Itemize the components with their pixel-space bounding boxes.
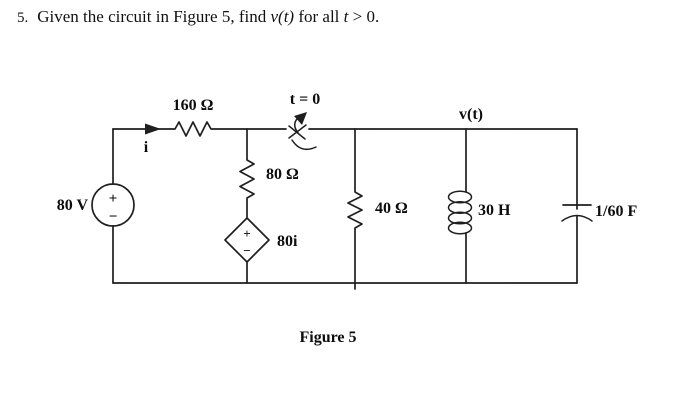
switch-arrow-tail <box>294 118 299 134</box>
shunt-resistor-80-zigzag <box>239 128 255 219</box>
inductor-coil-loop <box>447 200 473 215</box>
voltage-expression: v(t) <box>270 7 295 26</box>
time-variable: t <box>343 7 349 26</box>
inductor-coil-loop <box>447 211 473 225</box>
shunt-resistor-80-label: 80 Ω <box>266 166 299 183</box>
node-voltage-label: v(t) <box>459 106 483 123</box>
inductor-coil-loop <box>447 221 473 235</box>
series-resistor-label: 160 Ω <box>173 97 214 114</box>
inductor-label: 30 H <box>478 202 511 219</box>
voltage-source-label: 80 V <box>57 197 89 214</box>
dependent-branch: 80 Ω + − 80i <box>224 128 299 284</box>
problem-text-middle: for all <box>294 7 344 26</box>
wires <box>112 121 578 284</box>
current-label: i <box>144 139 149 156</box>
switch-arrow-head <box>294 112 307 125</box>
shunt-resistor-40-zigzag <box>347 128 363 290</box>
switch: t = 0 <box>288 91 320 151</box>
figure-caption: Figure 5 <box>299 329 356 346</box>
capacitor-branch: 1/60 F <box>561 128 637 284</box>
switch-arc <box>291 139 317 151</box>
voltage-source-circle <box>91 183 135 227</box>
problem-text-after: > 0. <box>348 7 380 26</box>
current-arrow-head <box>145 123 161 135</box>
voltage-source-plus: + <box>109 191 118 207</box>
voltage-source-minus: − <box>109 209 118 225</box>
problem-statement: 5. Given the circuit in Figure 5, find v(… <box>17 7 379 27</box>
inductor-branch: 30 H <box>447 128 511 284</box>
inductor-coil-loop <box>447 190 473 204</box>
switch-label: t = 0 <box>290 91 320 108</box>
current-arrow: i <box>144 123 161 156</box>
problem-number: 5. <box>17 10 29 26</box>
capacitor-label: 1/60 F <box>595 203 637 220</box>
shunt-resistor-40-label: 40 Ω <box>375 200 408 217</box>
dependent-source-label: 80i <box>277 233 298 250</box>
voltage-source: + − 80 V <box>57 183 135 227</box>
problem-text-before: Given the circuit in Figure 5, find <box>37 7 271 26</box>
dependent-source-minus: − <box>243 243 250 258</box>
resistor-40-branch: 40 Ω <box>347 128 408 290</box>
top-wire-left <box>112 121 287 137</box>
dependent-source-plus: + <box>243 226 250 241</box>
